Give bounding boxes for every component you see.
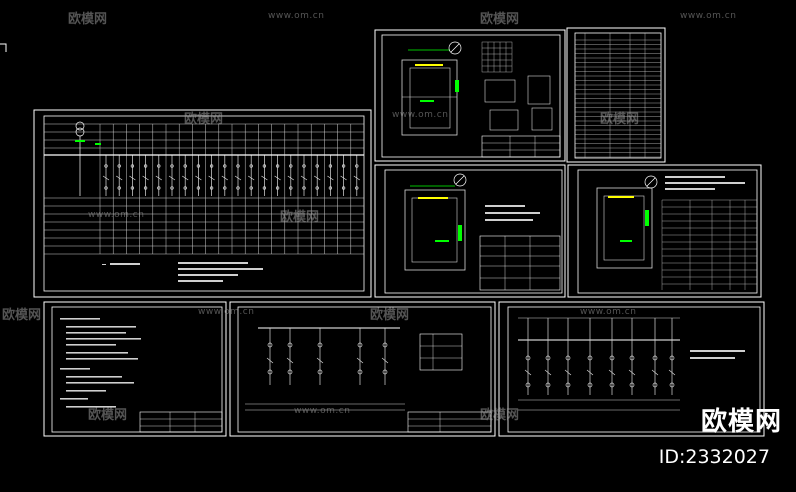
corner-mark (0, 43, 7, 52)
watermark-logo: 欧模网 (88, 408, 128, 423)
watermark-logo: 欧模网 (370, 308, 410, 323)
sheet-single-line-diagram[interactable] (229, 301, 496, 437)
watermark-url: www.om.cn (198, 307, 255, 317)
sheet-cabinet-layout-right[interactable] (567, 164, 762, 298)
watermark-url: www.om.cn (294, 406, 351, 416)
watermark-url: www.om.cn (268, 11, 325, 21)
watermark-logo: 欧模网 (2, 308, 42, 323)
watermark-logo: 欧模网 (600, 112, 640, 127)
watermark-url: www.om.cn (580, 307, 637, 317)
watermark-url: www.om.cn (680, 11, 737, 21)
model-id: ID:2332027 (658, 446, 770, 468)
watermark-url: www.om.cn (88, 210, 145, 220)
watermark-logo: 欧模网 (480, 12, 520, 27)
watermark-logo: 欧模网 (68, 12, 108, 27)
watermark-url: www.om.cn (392, 110, 449, 120)
sheet-cabinet-layout-middle[interactable] (374, 164, 566, 298)
sheet-design-notes[interactable] (43, 301, 227, 437)
sheet-main-distribution-schematic[interactable] (33, 109, 372, 298)
sheet-equipment-list-table[interactable] (566, 27, 666, 163)
watermark-logo: 欧模网 (480, 408, 520, 423)
sheet-cabinet-layout-top[interactable] (374, 29, 566, 162)
watermark-logo: 欧模网 (280, 210, 320, 225)
watermark-logo: 欧模网 (184, 112, 224, 127)
sheet-feeder-diagram[interactable] (498, 301, 765, 437)
brand-logo: 欧模网 (700, 407, 782, 437)
